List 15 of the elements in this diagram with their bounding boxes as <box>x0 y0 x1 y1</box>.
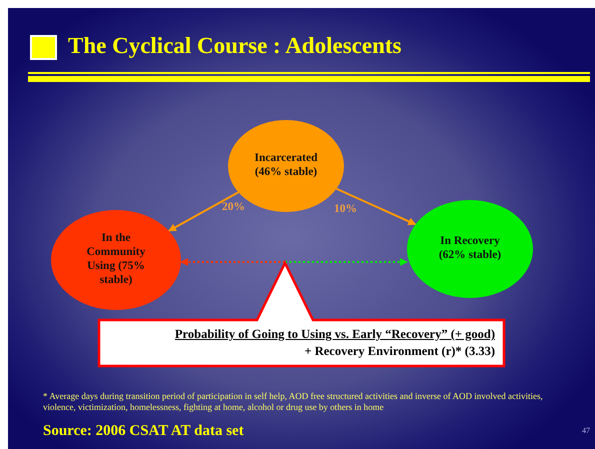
arrow <box>285 258 408 266</box>
page-number: 47 <box>582 426 590 436</box>
callout-text: + Recovery Environment (r)* (3.33) <box>304 344 495 359</box>
arrow <box>168 191 239 232</box>
slide-title: The Cyclical Course : Adolescents <box>68 32 402 60</box>
edge-label: 10% <box>334 203 357 215</box>
callout-text: Probability of Going to Using vs. Early “Recovery” (+ good) <box>174 327 495 342</box>
state-label: In Recovery (62% stable) <box>438 235 502 263</box>
state-label: In the Community Using (75% stable) <box>86 232 146 288</box>
source-note: Source: 2006 CSAT AT data set <box>43 422 245 440</box>
arrow <box>180 258 285 266</box>
edge-label: 20% <box>222 201 245 213</box>
arrow <box>336 188 416 226</box>
state-label: Incarcerated (46% stable) <box>253 152 318 180</box>
footnote: * Average days during transition period of participation in self help, AOD free structured activities and inverse of AOD involved activities, violence, victimization, homelessness, fighting at home, alcohol or drug use by others in home <box>43 391 544 413</box>
